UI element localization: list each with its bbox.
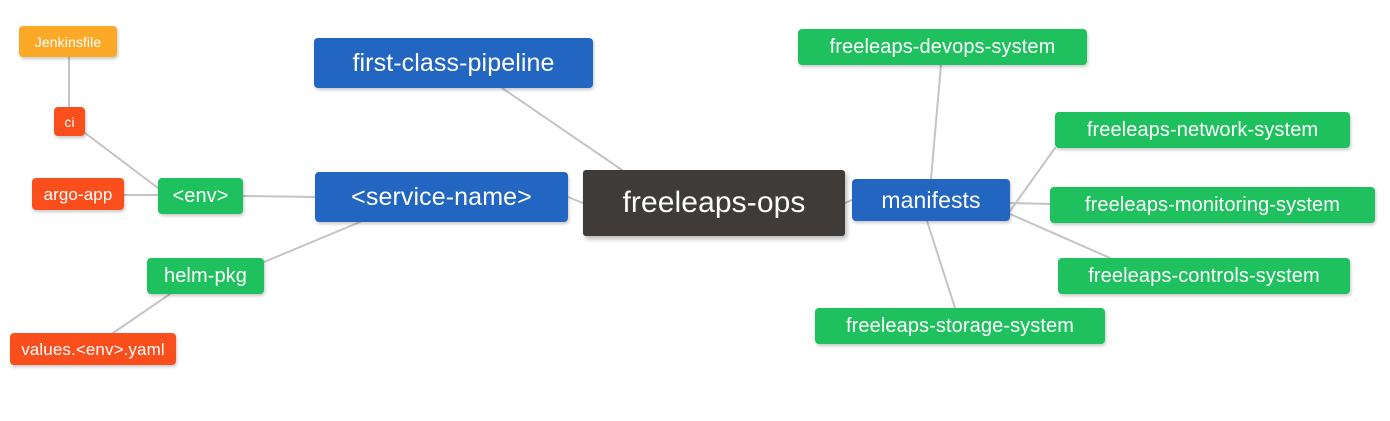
edge-freeleaps-ops-to-first-class-pipeline <box>501 87 623 171</box>
node-env[interactable]: <env> <box>158 178 243 214</box>
edge-freeleaps-ops-to-manifests <box>844 199 853 204</box>
node-service-name[interactable]: <service-name> <box>315 172 568 222</box>
node-label: <env> <box>172 185 229 207</box>
node-label: Jenkinsfile <box>34 33 102 50</box>
node-label: <service-name> <box>351 182 532 211</box>
node-label: freeleaps-devops-system <box>829 36 1056 58</box>
node-manifests[interactable]: manifests <box>852 179 1010 221</box>
node-freeleaps-devops-system[interactable]: freeleaps-devops-system <box>798 29 1087 65</box>
node-ci[interactable]: ci <box>54 107 85 136</box>
edge-manifests-to-freeleaps-storage-system <box>926 220 956 309</box>
edge-manifests-to-freeleaps-monitoring-system <box>1009 202 1051 205</box>
edge-helm-pkg-to-values-env-yaml <box>112 293 171 334</box>
node-argo-app[interactable]: argo-app <box>32 178 124 210</box>
node-freeleaps-monitoring-system[interactable]: freeleaps-monitoring-system <box>1050 187 1375 223</box>
node-label: argo-app <box>43 184 113 204</box>
node-freeleaps-ops[interactable]: freeleaps-ops <box>583 170 845 236</box>
node-helm-pkg[interactable]: helm-pkg <box>147 258 264 294</box>
node-label: freeleaps-monitoring-system <box>1084 194 1340 216</box>
node-label: freeleaps-storage-system <box>845 315 1075 337</box>
node-label: helm-pkg <box>163 265 248 287</box>
edge-service-name-to-helm-pkg <box>263 221 361 263</box>
node-label: freeleaps-ops <box>622 186 806 219</box>
node-values-env-yaml[interactable]: values.<env>.yaml <box>10 333 176 365</box>
node-freeleaps-storage-system[interactable]: freeleaps-storage-system <box>815 308 1105 344</box>
node-first-class-pipeline[interactable]: first-class-pipeline <box>314 38 593 88</box>
edge-manifests-to-freeleaps-network-system <box>1009 147 1056 212</box>
node-label: first-class-pipeline <box>352 48 555 77</box>
node-freeleaps-network-system[interactable]: freeleaps-network-system <box>1055 112 1350 148</box>
node-label: freeleaps-network-system <box>1086 119 1319 141</box>
node-label: ci <box>64 113 75 130</box>
node-jenkinsfile[interactable]: Jenkinsfile <box>19 26 117 57</box>
node-freeleaps-controls-system[interactable]: freeleaps-controls-system <box>1058 258 1350 294</box>
edge-service-name-to-env <box>242 195 316 198</box>
node-label: freeleaps-controls-system <box>1088 265 1320 287</box>
node-label: manifests <box>881 186 981 213</box>
edge-manifests-to-freeleaps-devops-system <box>930 64 942 180</box>
edge-freeleaps-ops-to-service-name <box>567 196 584 204</box>
node-label: values.<env>.yaml <box>21 339 165 359</box>
